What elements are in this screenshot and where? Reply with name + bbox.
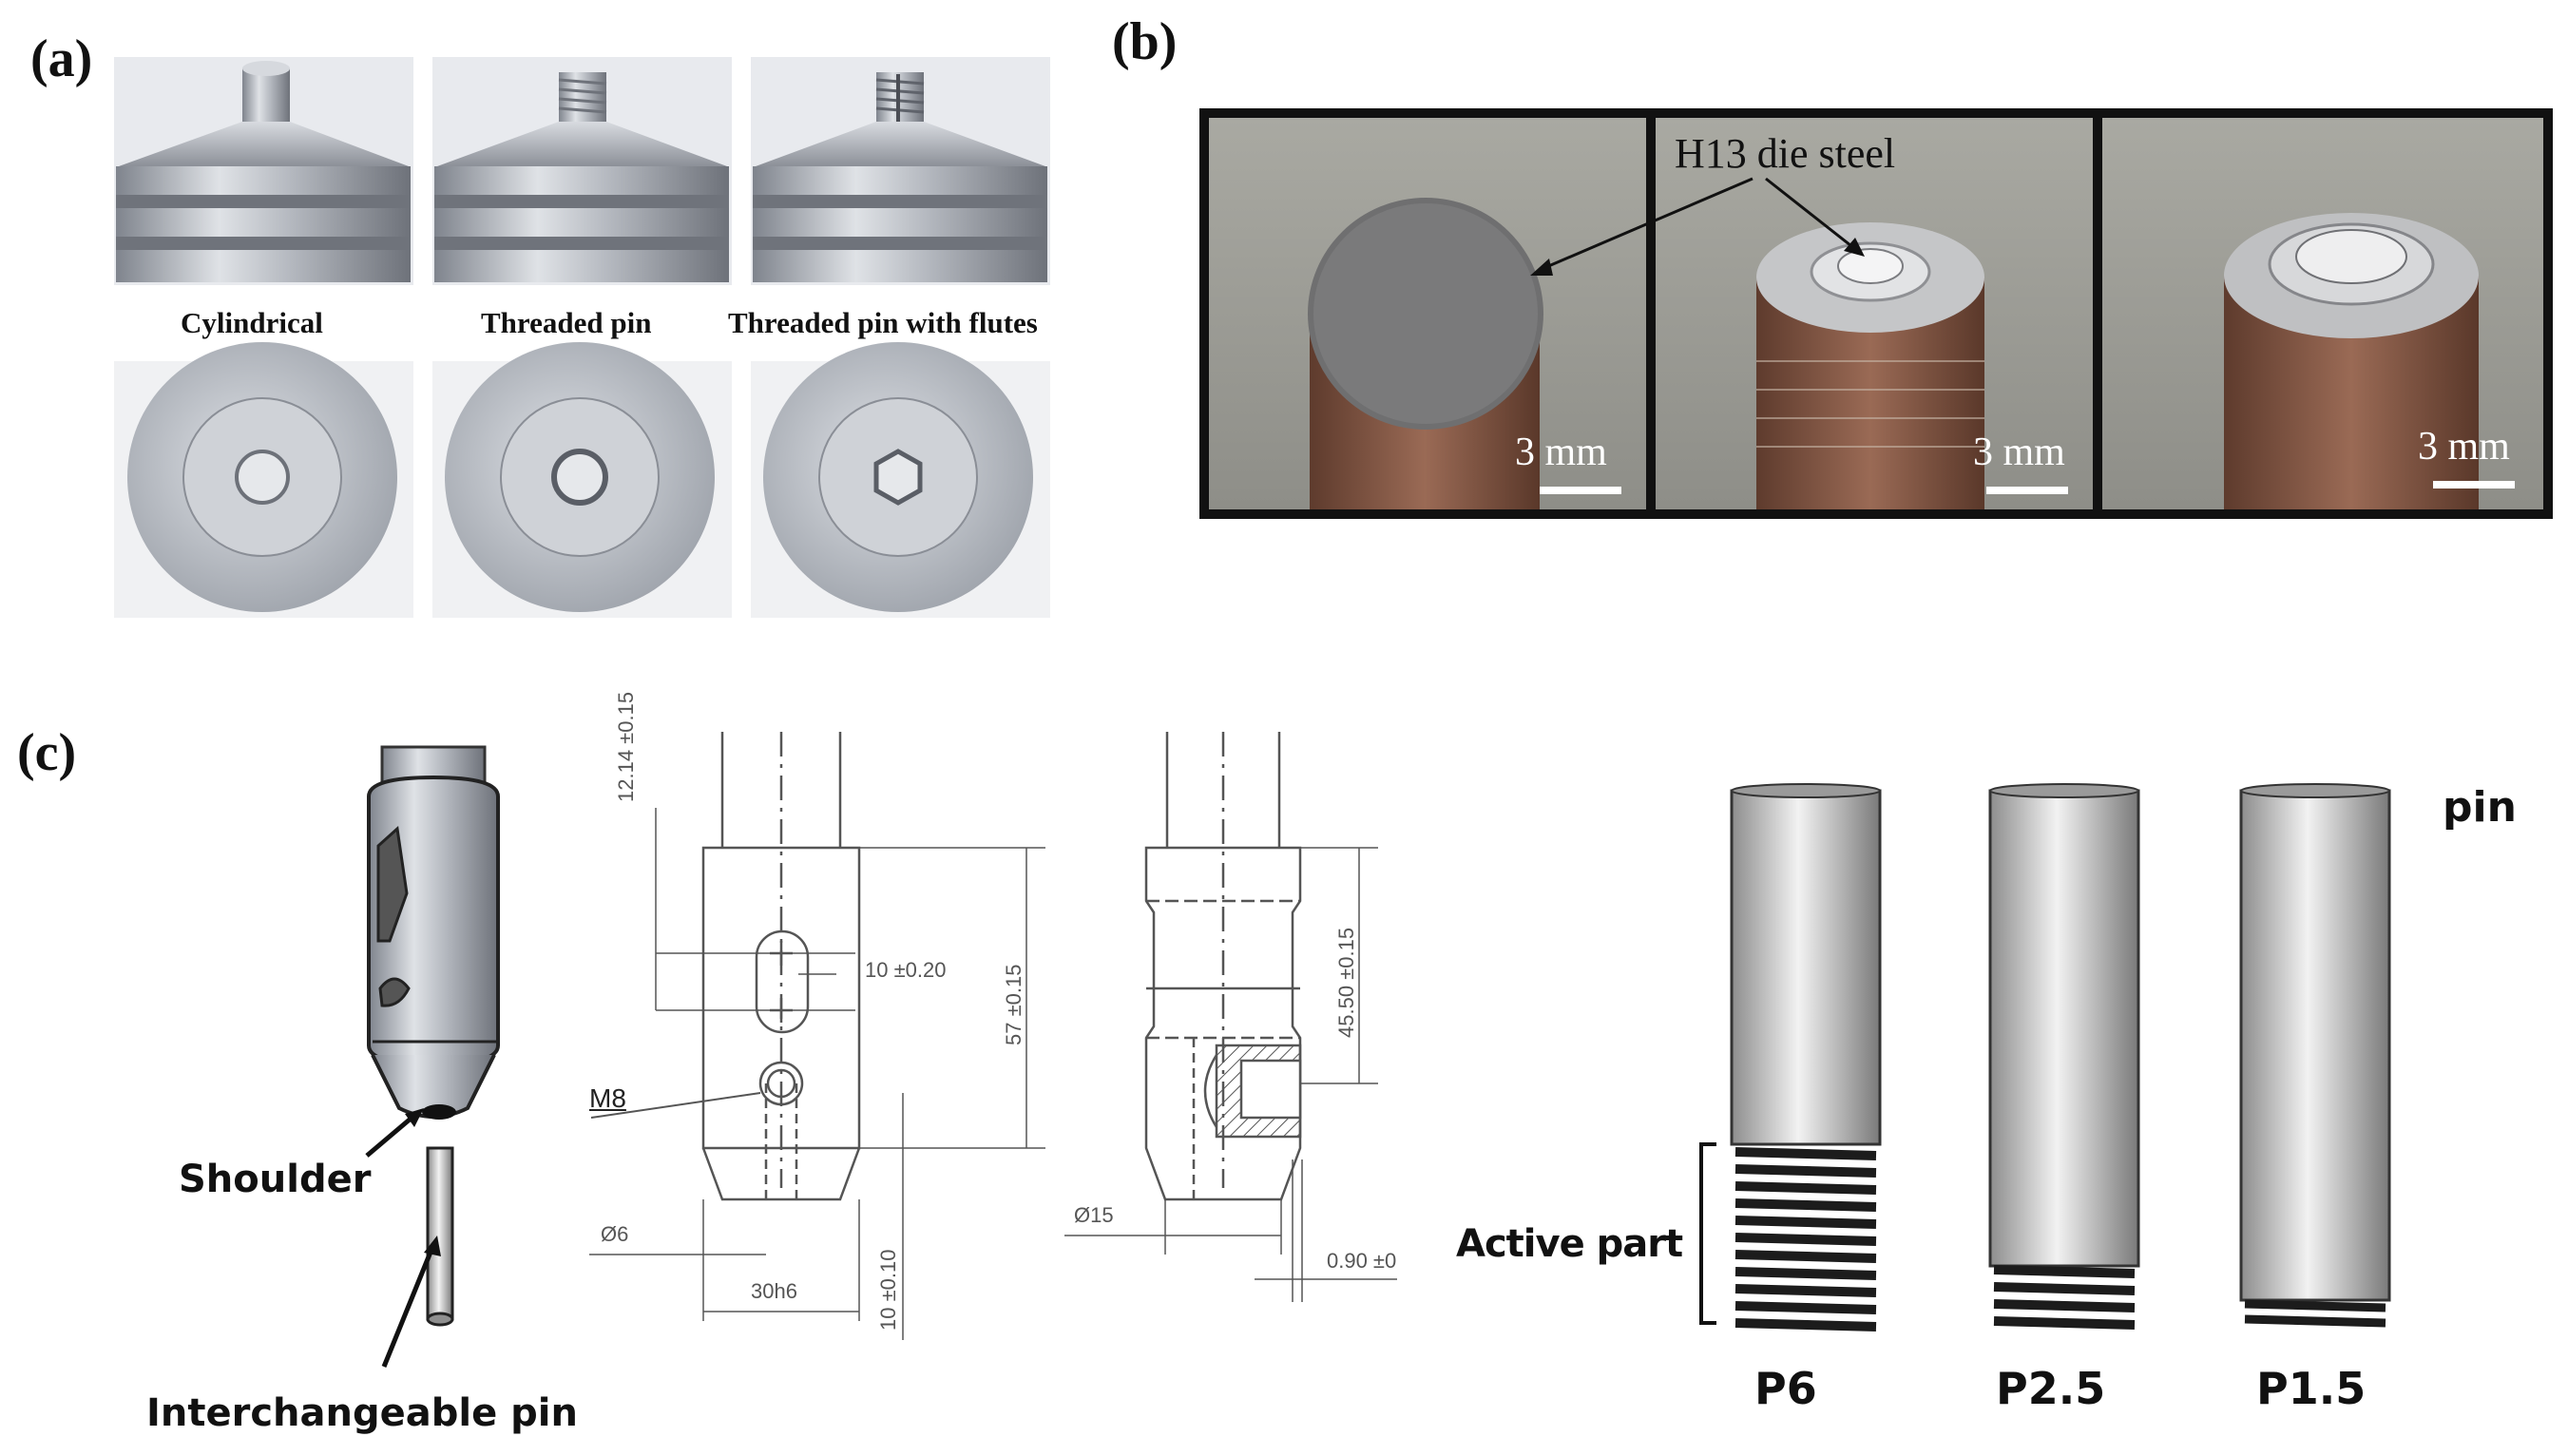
- panel-a-tool-side-views: [114, 57, 1050, 285]
- label-pin-p6: P6: [1754, 1363, 1817, 1414]
- panel-b-label: (b): [1112, 12, 1178, 71]
- dim-height: 57 ±0.15: [1002, 964, 1025, 1045]
- panel-c-tool-sketch: [365, 745, 500, 1368]
- panel-a-tool-top-views: [114, 342, 1050, 618]
- label-pin-title: pin: [2443, 783, 2517, 832]
- dim-width: 30h6: [751, 1279, 797, 1303]
- scale-bar-label-3: 3 mm: [2418, 425, 2510, 469]
- dim-recess: 0.90 ±0: [1327, 1249, 1397, 1273]
- panel-c-pin-set: [1699, 783, 2391, 1331]
- label-active-part: Active part: [1456, 1222, 1683, 1266]
- caption-threaded-pin-flutes: Threaded pin with flutes: [728, 306, 1038, 339]
- label-pin-p2-5: P2.5: [1996, 1363, 2106, 1414]
- panel-c-technical-drawing-side: [1064, 732, 1397, 1302]
- dim-slot-width: 10 ±0.20: [865, 958, 947, 982]
- label-pin-p1-5: P1.5: [2256, 1363, 2367, 1414]
- caption-cylindrical: Cylindrical: [181, 306, 323, 339]
- panel-c-label: (c): [17, 723, 77, 782]
- label-interchangeable-pin: Interchangeable pin: [146, 1391, 578, 1435]
- panel-c-technical-drawing-front: [589, 732, 1045, 1340]
- annotation-h13-die-steel: H13 die steel: [1675, 130, 1896, 177]
- dim-bottom: 10 ±0.10: [876, 1249, 900, 1331]
- dim-dia15: Ø15: [1074, 1203, 1114, 1227]
- label-thread-m8: M8: [589, 1083, 626, 1113]
- panel-a-label: (a): [30, 29, 93, 88]
- dim-hole: Ø6: [601, 1222, 629, 1246]
- dim-slot-offset: 12.14 ±0.15: [614, 691, 638, 802]
- scale-bar-label-1: 3 mm: [1515, 431, 1607, 474]
- panel-b-photos: [1199, 108, 2553, 519]
- dim-side-height: 45.50 ±0.15: [1334, 927, 1358, 1038]
- scale-bar-label-2: 3 mm: [1973, 431, 2065, 474]
- caption-threaded-pin: Threaded pin: [481, 306, 652, 339]
- label-shoulder: Shoulder: [179, 1158, 372, 1201]
